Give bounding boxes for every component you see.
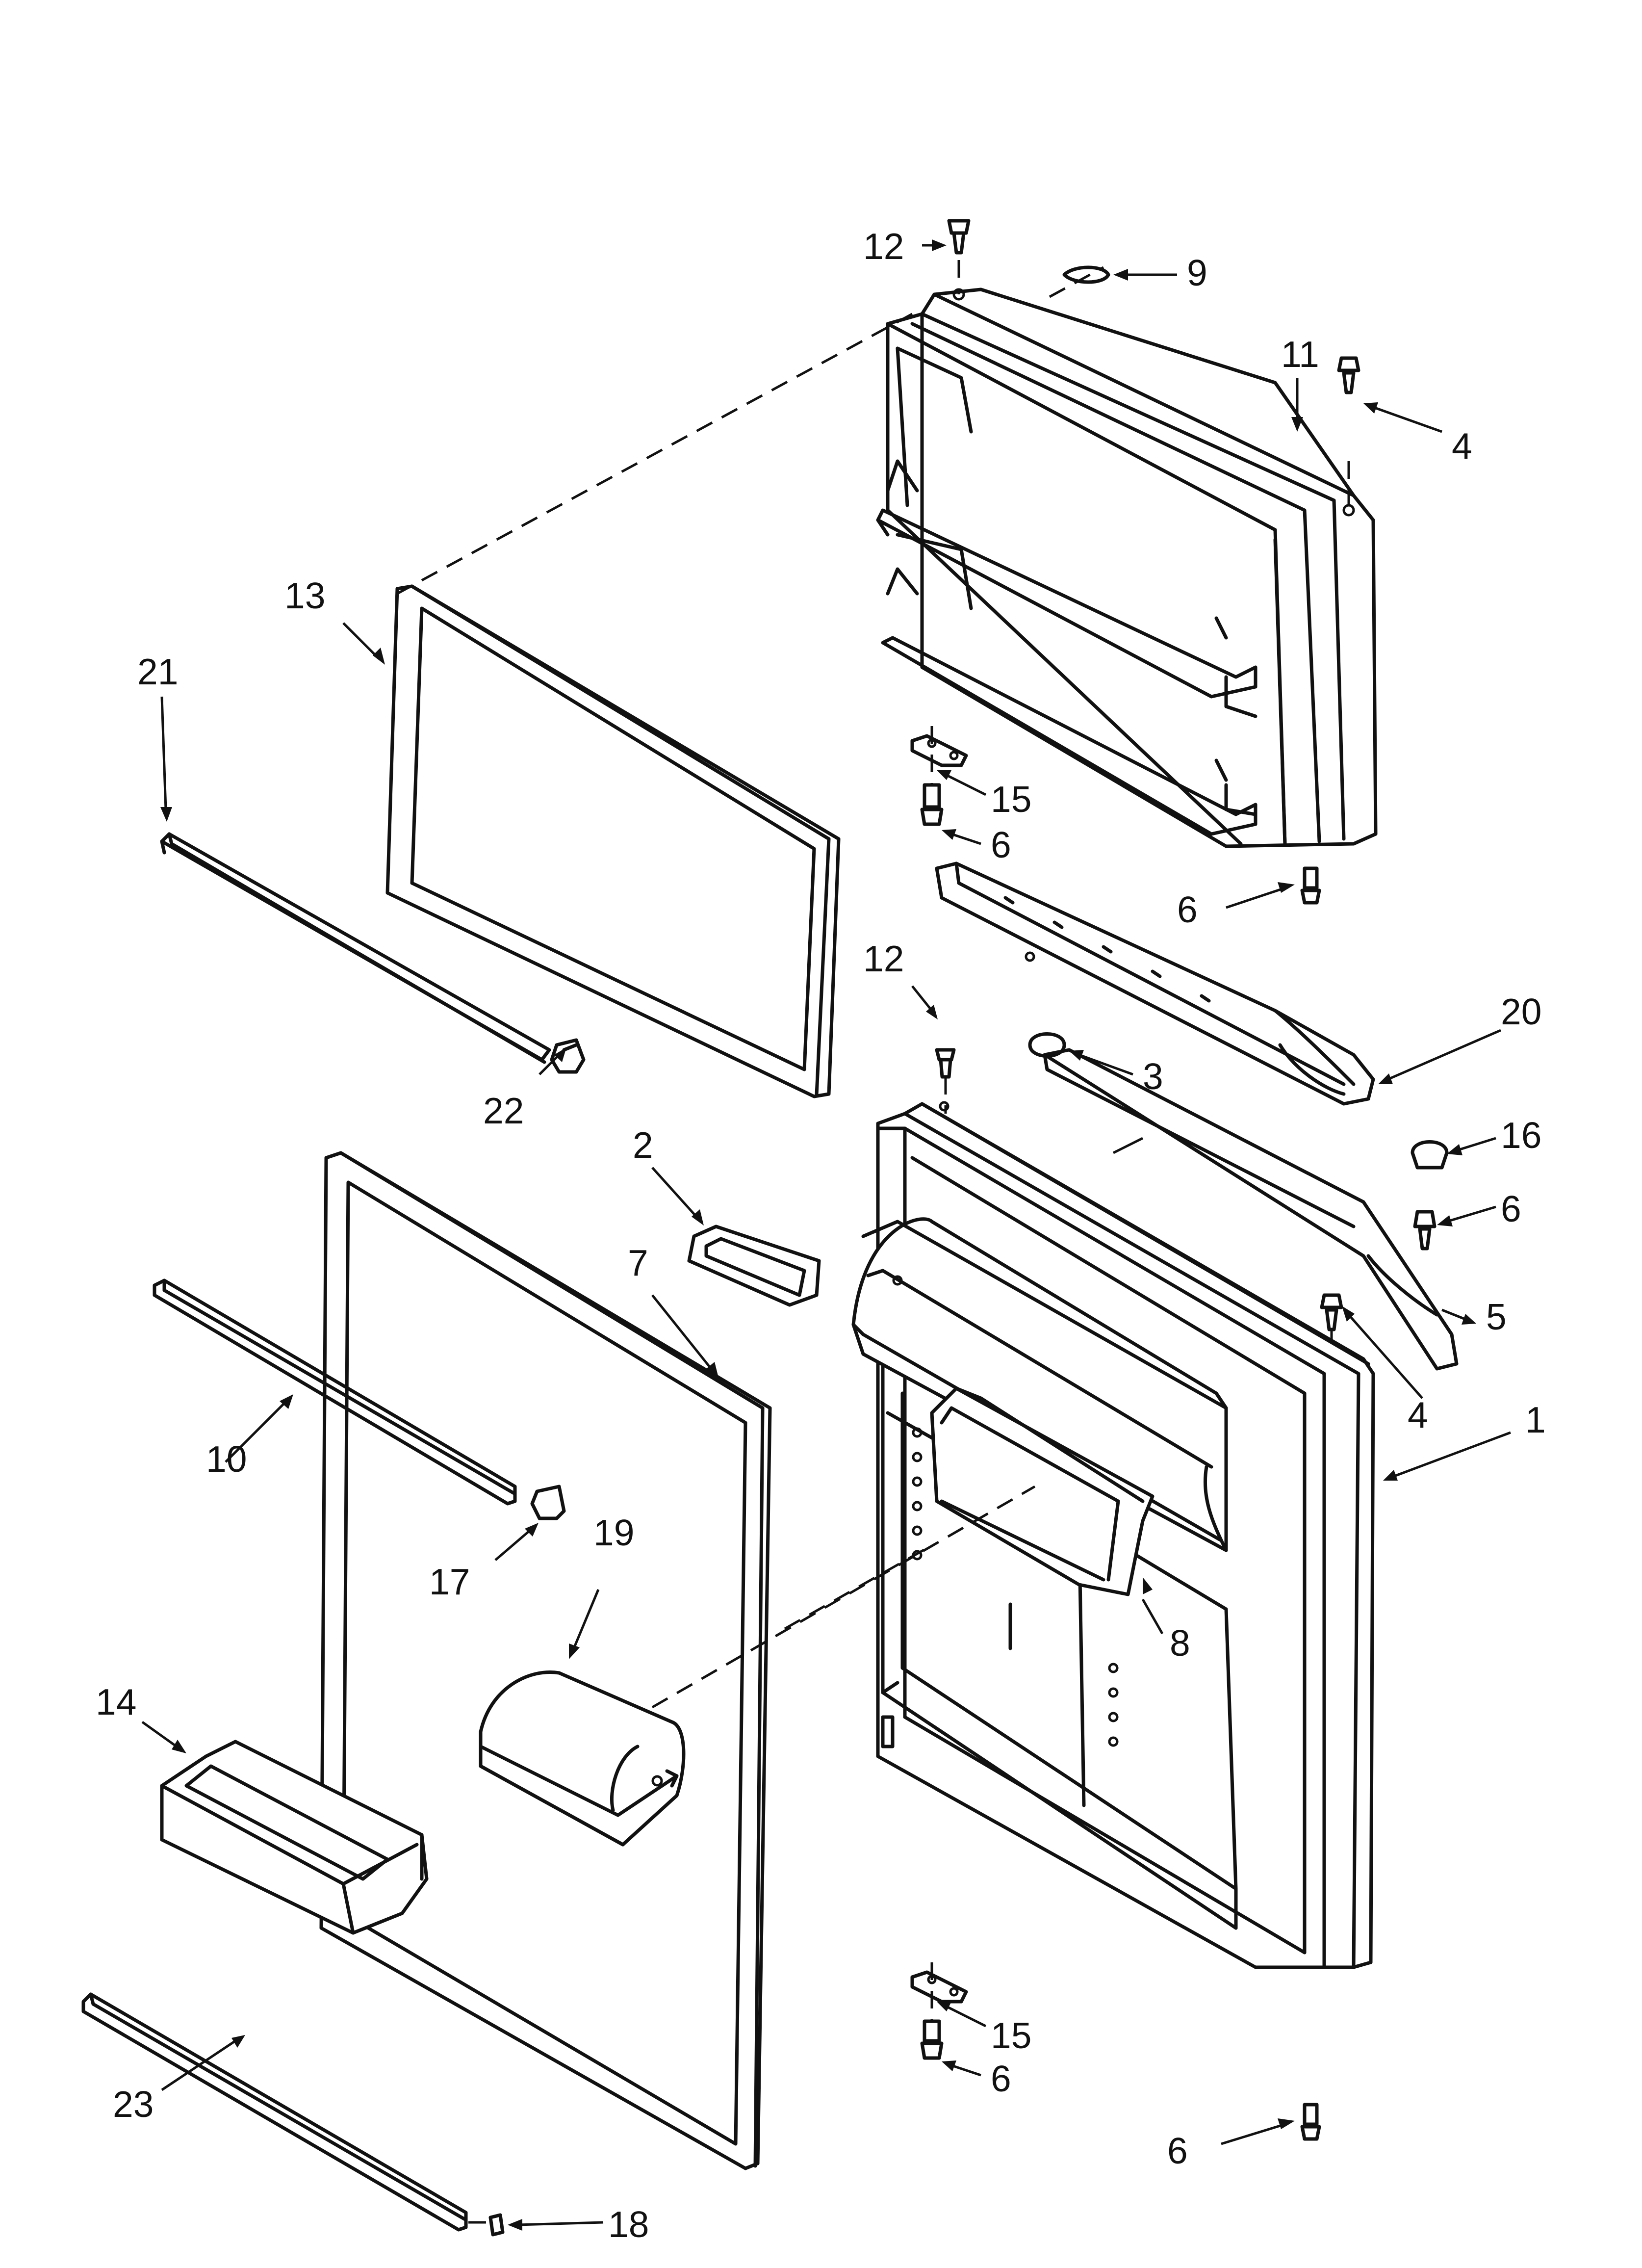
screw-6-bottom [1300, 2103, 1321, 2141]
hinge-lower [910, 1962, 968, 2060]
callout-14: 14 [96, 1681, 136, 1722]
callout-20: 20 [1501, 991, 1541, 1032]
clip-22 [550, 1038, 586, 1074]
callout-5: 5 [1486, 1296, 1507, 1337]
screw-6-right-upper [1300, 866, 1321, 905]
clip-18 [468, 2213, 505, 2237]
plug-3 [1028, 1032, 1066, 1058]
screw-12-top [947, 219, 971, 255]
washer-9 [1062, 265, 1110, 284]
breaker-strip-middle [153, 1278, 517, 1506]
callout-6-lower-right: 6 [1167, 2130, 1188, 2171]
callout-2: 2 [633, 1124, 653, 1166]
small-tray-2 [687, 1225, 821, 1307]
callout-12-middle: 12 [863, 938, 904, 979]
callout-19: 19 [593, 1512, 634, 1553]
callout-15-top: 15 [991, 779, 1031, 820]
callout-6-lower-left: 6 [991, 2058, 1011, 2099]
callout-6-upper-right: 6 [1177, 889, 1198, 930]
refrigerator-door-assembly [851, 1101, 1375, 1969]
callout-labels: 12 9 11 4 13 21 15 6 6 12 20 3 22 2 16 6… [96, 226, 1546, 2245]
alignment-line [396, 313, 913, 595]
callout-8: 8 [1170, 1622, 1190, 1664]
screw-6-mid [1413, 1210, 1437, 1251]
callout-4-middle: 4 [1408, 1394, 1428, 1435]
callout-13: 13 [284, 575, 325, 616]
callout-6-upper-left: 6 [991, 824, 1011, 865]
callout-17: 17 [429, 1561, 470, 1602]
breaker-strip-upper [160, 832, 551, 1064]
callout-18: 18 [608, 2204, 649, 2245]
plug-16 [1411, 1140, 1449, 1170]
callout-4-top: 4 [1452, 425, 1472, 467]
callout-22: 22 [483, 1090, 524, 1131]
callout-23: 23 [113, 2084, 154, 2125]
hinge-5 [1043, 1048, 1459, 1371]
alignment-line [651, 1485, 1036, 1709]
door-bin-14 [160, 1740, 429, 1935]
screw-12-middle [935, 1048, 956, 1114]
callout-9: 9 [1187, 252, 1207, 293]
hinge-cover [935, 861, 1375, 1106]
leader-arrows [141, 239, 1511, 2231]
refrigerator-door-gasket [319, 1151, 772, 2170]
screw-4-top [1337, 356, 1360, 394]
freezer-door-gasket [385, 584, 841, 1098]
freezer-door-assembly [876, 287, 1378, 848]
callout-1: 1 [1525, 1399, 1546, 1440]
callout-3: 3 [1143, 1056, 1163, 1097]
breaker-strip-lower [81, 1992, 468, 2232]
callout-7: 7 [628, 1242, 648, 1283]
clip-17 [530, 1485, 566, 1520]
hinge-upper [910, 726, 968, 826]
callout-21: 21 [137, 651, 178, 692]
callout-6-mid: 6 [1501, 1188, 1521, 1229]
callout-12-top: 12 [863, 226, 904, 267]
callout-10: 10 [206, 1438, 247, 1480]
callout-16: 16 [1501, 1115, 1541, 1156]
butter-compartment-19 [479, 1670, 686, 1847]
callout-11: 11 [1281, 334, 1319, 375]
callout-15-bottom: 15 [991, 2015, 1031, 2056]
